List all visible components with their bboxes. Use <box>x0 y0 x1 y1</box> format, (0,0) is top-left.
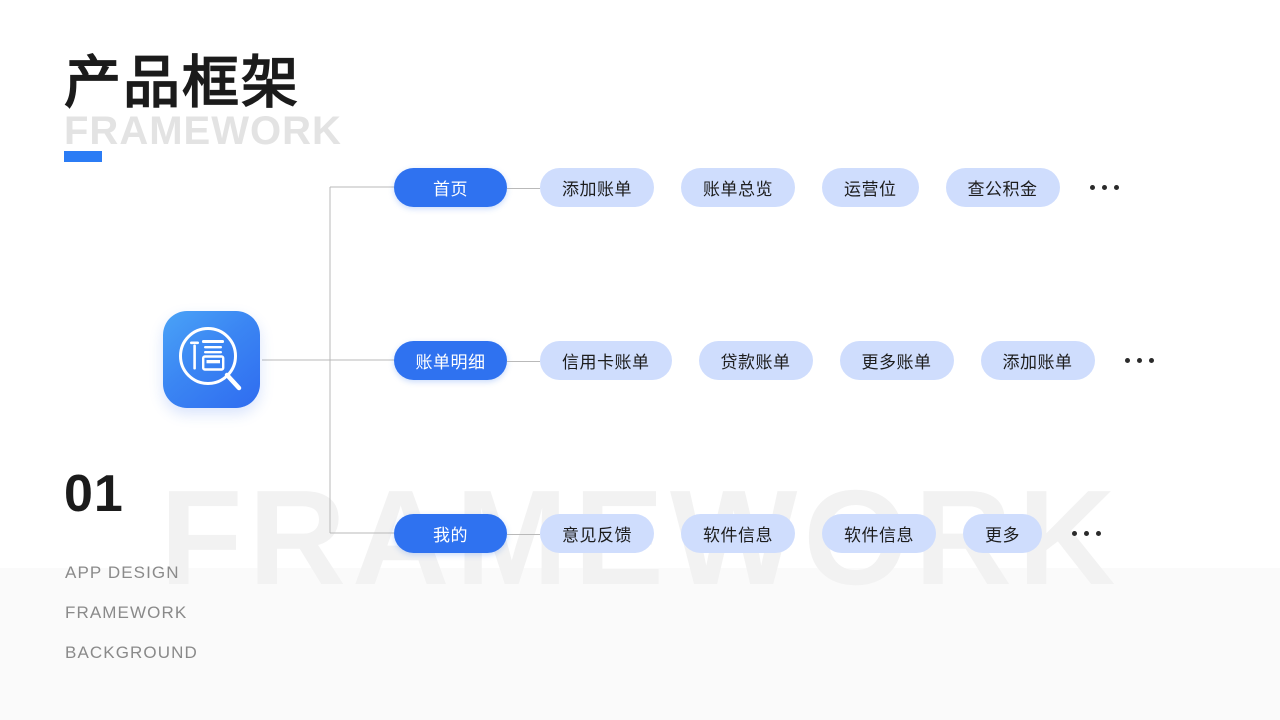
connector-home-to-child <box>507 168 540 207</box>
tree-row-home: 首页 添加账单 账单总览 运营位 查公积金 <box>394 168 1119 207</box>
tree-node-child-bill-detail-2[interactable]: 贷款账单 <box>698 341 813 380</box>
tree-node-child-mine-4[interactable]: 更多 <box>963 514 1042 553</box>
spacer <box>813 341 840 380</box>
meta-line-app-design: APP DESIGN <box>65 563 180 582</box>
connector-mine-to-child <box>507 514 540 553</box>
tree-node-child-bill-detail-3[interactable]: 更多账单 <box>839 341 954 380</box>
section-number: 01 <box>64 465 124 523</box>
spacer <box>795 514 822 553</box>
tree-node-child-home-4[interactable]: 查公积金 <box>945 168 1060 207</box>
page-subtitle: FRAMEWORK <box>64 109 342 153</box>
tree-node-child-home-2[interactable]: 账单总览 <box>681 168 795 207</box>
tree-node-child-home-1[interactable]: 添加账单 <box>540 168 654 207</box>
page-header: FRAMEWORK 产品框架 <box>64 51 341 151</box>
connector-bill-detail-to-child <box>507 341 540 380</box>
tree-node-child-mine-3[interactable]: 软件信息 <box>822 514 936 553</box>
spacer <box>936 514 963 553</box>
tree-node-primary-mine[interactable]: 我的 <box>394 514 507 553</box>
spacer <box>672 341 699 380</box>
tree-row-bill-detail: 账单明细 信用卡账单 贷款账单 更多账单 添加账单 <box>394 341 1154 380</box>
meta-line-framework: FRAMEWORK <box>65 603 188 622</box>
tree-node-child-mine-1[interactable]: 意见反馈 <box>540 514 654 553</box>
page-title: 产品框架 <box>64 51 300 115</box>
meta-text-block: APP DESIGN FRAMEWORK BACKGROUND <box>65 553 198 673</box>
spacer <box>795 168 822 207</box>
bottom-background-band <box>0 568 1280 720</box>
tree-node-primary-home[interactable]: 首页 <box>394 168 507 207</box>
spacer <box>654 168 681 207</box>
tree-node-child-bill-detail-4[interactable]: 添加账单 <box>980 341 1095 380</box>
magnifier-document-icon <box>179 327 242 391</box>
tree-row-mine: 我的 意见反馈 软件信息 软件信息 更多 <box>394 514 1101 553</box>
tree-node-child-home-3[interactable]: 运营位 <box>822 168 919 207</box>
more-ellipsis-icon-bill-detail[interactable] <box>1124 358 1154 363</box>
tree-node-child-bill-detail-1[interactable]: 信用卡账单 <box>540 341 672 380</box>
spacer <box>919 168 946 207</box>
meta-line-background: BACKGROUND <box>65 643 198 662</box>
app-icon-credit-inquiry <box>163 311 260 408</box>
more-ellipsis-icon-mine[interactable] <box>1072 531 1101 536</box>
tree-node-primary-bill-detail[interactable]: 账单明细 <box>394 341 507 380</box>
accent-bar <box>64 151 102 162</box>
spacer <box>954 341 981 380</box>
more-ellipsis-icon-home[interactable] <box>1089 185 1119 190</box>
tree-node-child-mine-2[interactable]: 软件信息 <box>681 514 795 553</box>
spacer <box>654 514 681 553</box>
